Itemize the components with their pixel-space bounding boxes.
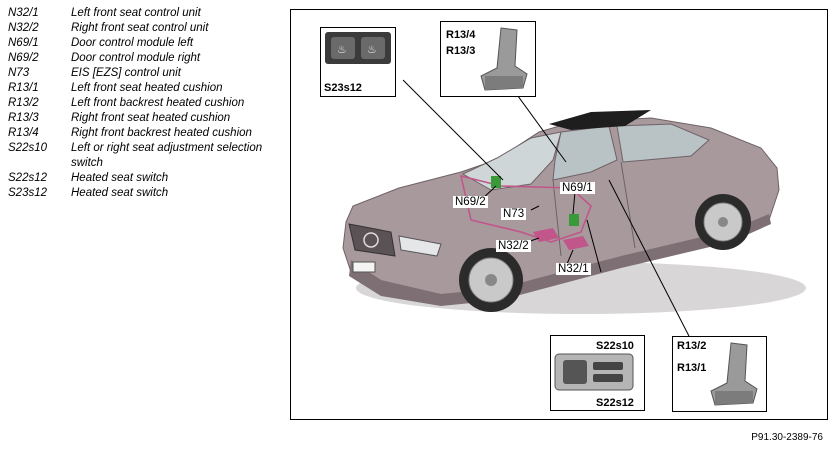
legend-row: N73 EIS [EZS] control unit — [8, 66, 278, 81]
callout-r13-3: R13/3 — [446, 45, 476, 57]
star-emblem — [363, 232, 379, 248]
legend-code: N32/1 — [8, 7, 39, 19]
callout-n32-1: N32/1 — [556, 263, 591, 275]
legend-desc: Right front backrest heated cushion — [71, 127, 252, 139]
sunroof — [549, 110, 651, 130]
legend-code: S23s12 — [8, 187, 48, 199]
callout-n73: N73 — [501, 208, 527, 220]
door-seams — [552, 161, 636, 257]
svg-text:♨: ♨ — [337, 43, 347, 56]
svg-text:♨: ♨ — [367, 43, 377, 56]
legend-desc: Right front seat heated cushion — [71, 112, 231, 124]
legend-desc: Heated seat switch — [71, 172, 169, 184]
n32-1-module — [563, 236, 589, 250]
legend-code: N73 — [8, 67, 30, 79]
legend-row: R13/2 Left front backrest heated cushion — [8, 96, 278, 111]
callout-s22s10: S22s10 — [596, 340, 634, 352]
switch-panel-illustration: ♨ ♨ — [325, 32, 391, 64]
legend-code: S22s10 — [8, 142, 48, 154]
legend-row: N32/2 Right front seat control unit — [8, 21, 278, 36]
figure-reference: P91.30-2389-76 — [751, 432, 823, 443]
legend-desc: Heated seat switch — [71, 187, 169, 199]
callout-n69-2: N69/2 — [453, 196, 488, 208]
legend-row: S22s10 Left or right seat adjustment sele… — [8, 141, 278, 171]
legend-code: R13/2 — [8, 97, 39, 109]
seat-illustration-left — [710, 342, 758, 406]
legend-code: R13/3 — [8, 112, 39, 124]
legend-row: R13/1 Left front seat heated cushion — [8, 81, 278, 96]
legend-code: S22s12 — [8, 172, 48, 184]
side-window-rear — [616, 123, 710, 163]
callout-r13-2: R13/2 — [677, 340, 707, 352]
legend-code: R13/4 — [8, 127, 39, 139]
seat-illustration — [480, 27, 528, 91]
legend-desc: Door control module right — [71, 52, 201, 64]
callout-s22s12: S22s12 — [596, 397, 634, 409]
legend-desc: EIS [EZS] control unit — [71, 67, 181, 79]
legend-row: N32/1 Left front seat control unit — [8, 6, 278, 21]
seat-switch-panel-illustration — [554, 353, 634, 391]
legend-row: S23s12 Heated seat switch — [8, 186, 278, 201]
callout-r13-4: R13/4 — [446, 29, 476, 41]
legend-desc: Left or right seat adjustment selection … — [71, 142, 263, 169]
wiring-harness — [459, 174, 592, 243]
legend-code: N32/2 — [8, 22, 39, 34]
n32-2-module — [533, 228, 559, 242]
legend-code: N69/2 — [8, 52, 39, 64]
callout-r13-1: R13/1 — [677, 362, 707, 374]
legend-code: R13/1 — [8, 82, 39, 94]
legend-row: R13/4 Right front backrest heated cushion — [8, 126, 278, 141]
legend-desc: Right front seat control unit — [71, 22, 209, 34]
windshield — [461, 131, 562, 191]
legend-row: N69/1 Door control module left — [8, 36, 278, 51]
legend-desc: Left front seat heated cushion — [71, 82, 223, 94]
callout-n69-1: N69/1 — [560, 182, 595, 194]
legend-row: N69/2 Door control module right — [8, 51, 278, 66]
callout-n32-2: N32/2 — [496, 240, 531, 252]
diagram-frame: ♨ ♨ S23s12 R13/4 R13/3 N69/2 N73 N69/1 N… — [290, 9, 828, 420]
callout-s23s12: S23s12 — [324, 82, 362, 94]
inset-seat-left — [672, 336, 767, 412]
car-lower-body — [349, 214, 771, 306]
legend-desc: Left front backrest heated cushion — [71, 97, 245, 109]
front-grille — [348, 223, 396, 257]
legend-desc: Left front seat control unit — [71, 7, 201, 19]
legend-code: N69/1 — [8, 37, 39, 49]
legend-row: R13/3 Right front seat heated cushion — [8, 111, 278, 126]
license-plate — [352, 261, 376, 273]
n69-1-module — [569, 214, 579, 226]
car-illustration — [342, 69, 806, 341]
legend-row: S22s12 Heated seat switch — [8, 171, 278, 186]
headlight — [398, 235, 442, 257]
legend-desc: Door control module left — [71, 37, 194, 49]
n69-2-module — [491, 176, 501, 188]
